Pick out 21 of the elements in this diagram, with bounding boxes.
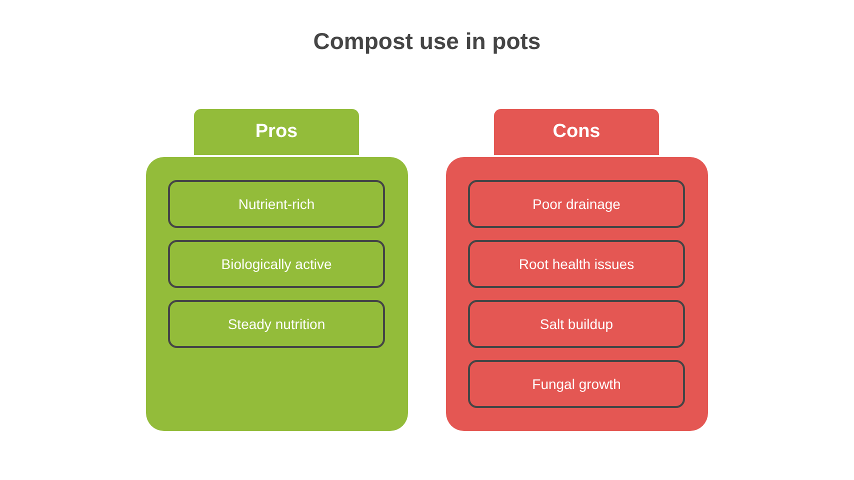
item-label: Nutrient-rich xyxy=(238,196,315,212)
item-box xyxy=(168,240,385,288)
item-box xyxy=(468,300,685,348)
item-box xyxy=(468,240,685,288)
item-box xyxy=(468,180,685,228)
diagram-title: Compost use in pots xyxy=(312,28,542,55)
category-panel xyxy=(446,157,708,431)
item-label: Poor drainage xyxy=(532,196,620,212)
item-box xyxy=(168,300,385,348)
heading-tab xyxy=(194,109,359,155)
item-label: Salt buildup xyxy=(540,316,614,332)
item-label: Root health issues xyxy=(518,256,634,272)
category-panel xyxy=(146,157,408,431)
item-box xyxy=(168,180,385,228)
item-label: Steady nutrition xyxy=(228,316,326,332)
panel-heading: Cons xyxy=(552,121,600,143)
panel-heading: Pros xyxy=(255,121,298,143)
item-box xyxy=(468,360,685,408)
heading-tab xyxy=(494,109,659,155)
item-label: Biologically active xyxy=(221,256,332,272)
item-label: Fungal growth xyxy=(532,376,621,392)
